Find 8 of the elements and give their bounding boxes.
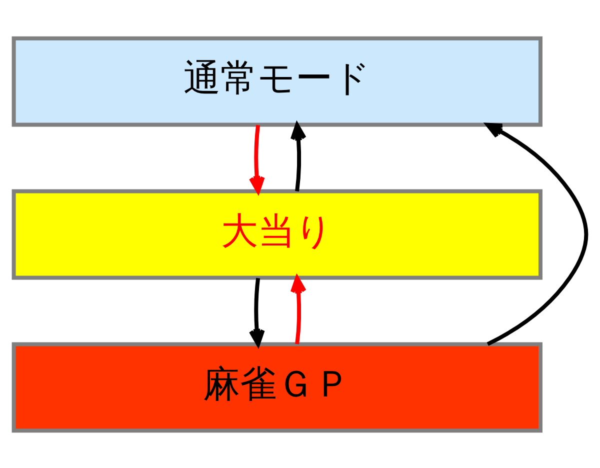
arrow [290, 276, 306, 344]
arrow [290, 122, 306, 191]
arrow [486, 122, 588, 346]
node-box: 大当り [12, 188, 542, 280]
node-box: 通常モード [12, 36, 542, 126]
arrow [248, 277, 265, 346]
node-box: 麻雀ＧＰ [12, 342, 542, 432]
arrow [248, 124, 265, 193]
